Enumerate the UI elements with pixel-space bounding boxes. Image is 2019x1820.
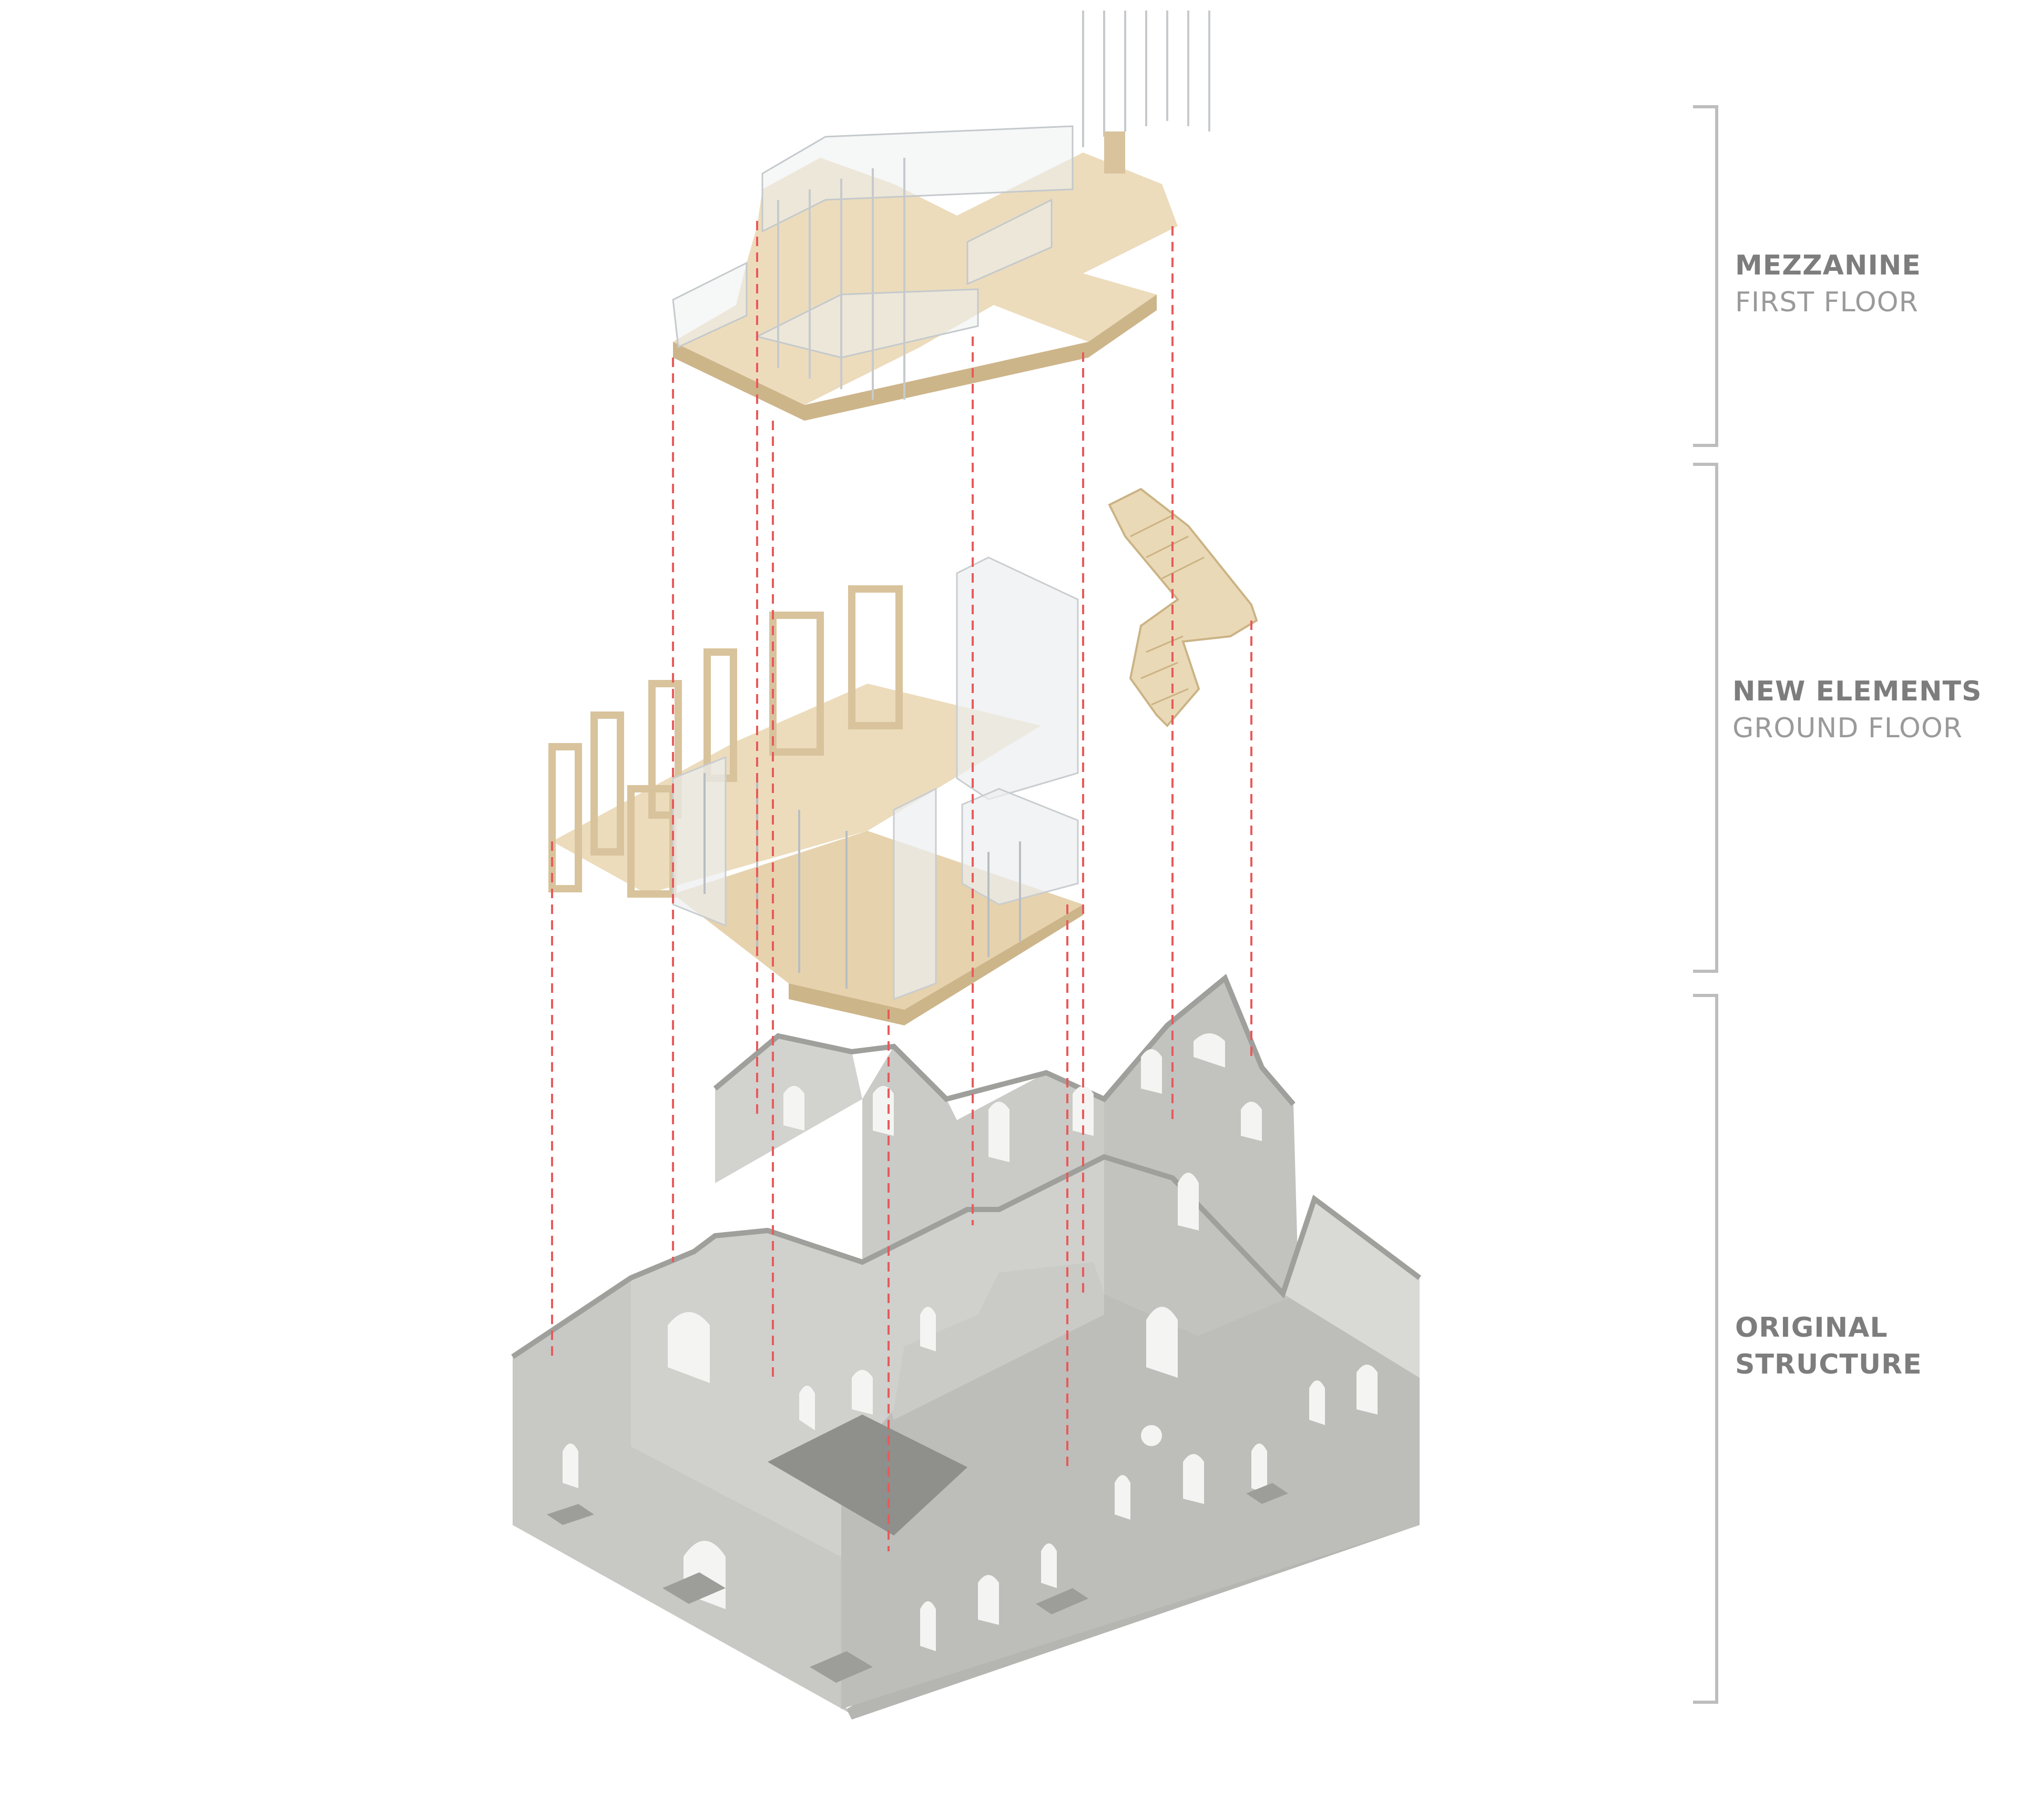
stone-wall-center bbox=[631, 1157, 1104, 1557]
mezzanine-fins bbox=[777, 11, 1210, 400]
label-new-elements-title: NEW ELEMENTS bbox=[1732, 676, 1982, 707]
label-original-title: ORIGINAL bbox=[1735, 1312, 1888, 1344]
bracket-original bbox=[1693, 994, 1718, 1704]
label-new-elements: NEW ELEMENTS GROUND FLOOR bbox=[1732, 673, 1982, 747]
label-mezzanine: MEZZANINE FIRST FLOOR bbox=[1735, 247, 1921, 321]
mezzanine-shelf bbox=[1104, 131, 1125, 174]
bracket-mezzanine bbox=[1693, 105, 1718, 447]
foundation-blocks bbox=[547, 1483, 1288, 1683]
label-original-subtitle: STRUCTURE bbox=[1735, 1349, 1922, 1380]
label-mezzanine-subtitle: FIRST FLOOR bbox=[1735, 287, 1919, 318]
glass-partitions bbox=[672, 556, 1079, 1001]
label-original: ORIGINAL STRUCTURE bbox=[1735, 1309, 1922, 1383]
bracket-new-elements bbox=[1693, 463, 1718, 973]
stone-wing-right bbox=[1283, 1199, 1420, 1378]
label-new-elements-subtitle: GROUND FLOOR bbox=[1732, 713, 1963, 744]
staircase bbox=[1108, 487, 1258, 727]
stone-top-edge bbox=[511, 1154, 1421, 1359]
timber-floor-edge bbox=[789, 904, 1083, 1025]
timber-shelf-frames bbox=[548, 585, 903, 898]
stone-top-edge-rear bbox=[713, 973, 1296, 1106]
new-elements-ground-floor bbox=[548, 487, 1258, 1025]
courtyard-opening bbox=[768, 1415, 967, 1536]
label-mezzanine-title: MEZZANINE bbox=[1735, 250, 1921, 281]
original-structure bbox=[511, 973, 1421, 1720]
alignment-guide-lines bbox=[551, 221, 1252, 1551]
mezzanine-slab-edge bbox=[673, 294, 1157, 421]
mezzanine-first-floor bbox=[672, 11, 1210, 421]
mezzanine-glass-railings bbox=[672, 125, 1074, 359]
